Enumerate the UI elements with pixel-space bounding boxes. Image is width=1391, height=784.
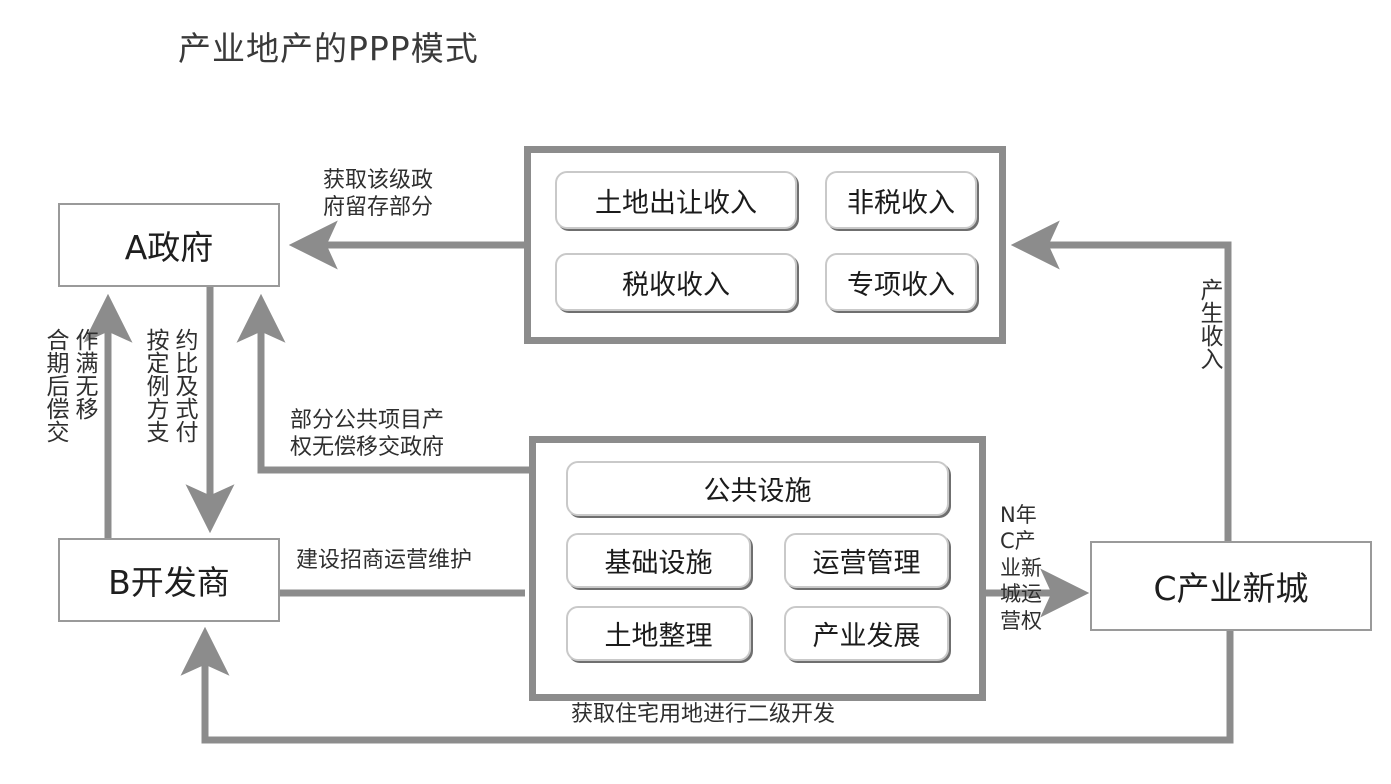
revenue-group-panel: 土地出让收入 非税收入 税收收入 专项收入: [524, 146, 1006, 344]
wire-city-to-revenue: [1010, 220, 1232, 541]
label-retain-share: 获取该级政 府留存部分: [323, 168, 434, 220]
wire-services-to-government: [236, 293, 529, 474]
entity-developer[interactable]: B开发商: [58, 538, 280, 622]
pill-operations-management[interactable]: 运营管理: [784, 533, 949, 588]
pill-non-tax-income[interactable]: 非税收入: [825, 171, 977, 229]
pill-industry-development[interactable]: 产业发展: [784, 606, 949, 661]
label-payment-terms-col2: 约比及式付: [170, 328, 197, 443]
label-generate-income: 产生收入: [1194, 278, 1223, 370]
wire-city-to-developer-housing: [180, 626, 1234, 744]
label-housing-secondary-development: 获取住宅用地进行二级开发: [571, 702, 836, 727]
label-transfer-public-assets: 部分公共项目产 权无偿移交政府: [290, 408, 445, 460]
pill-land-transfer-income[interactable]: 土地出让收入: [555, 171, 797, 229]
pill-tax-income[interactable]: 税收收入: [555, 253, 797, 311]
page-title: 产业地产的PPP模式: [178, 29, 479, 68]
label-generate-income-text: 产生收入: [1195, 278, 1222, 370]
label-build-operate-maintain: 建设招商运营维护: [296, 548, 473, 573]
pill-special-income[interactable]: 专项收入: [825, 253, 977, 311]
services-group-panel: 公共设施 基础设施 运营管理 土地整理 产业发展: [529, 436, 986, 701]
label-cooperation-expiry-col1: 合期后偿交: [41, 328, 68, 443]
label-cooperation-expiry-col2: 作满无移: [70, 328, 97, 420]
pill-infrastructure[interactable]: 基础设施: [566, 533, 751, 588]
pill-public-facilities[interactable]: 公共设施: [566, 461, 949, 516]
label-cooperation-expiry-transfer: 合期后偿交 作满无移: [40, 328, 98, 443]
entity-government[interactable]: A政府: [58, 203, 280, 287]
entity-industrial-new-city[interactable]: C产业新城: [1090, 541, 1372, 631]
label-payment-terms: 按定例方支 约比及式付: [140, 328, 198, 443]
label-n-year-operating-rights: N年 C产 业新 城运 营权: [1000, 503, 1042, 633]
label-payment-terms-col1: 按定例方支: [141, 328, 168, 443]
pill-land-consolidation[interactable]: 土地整理: [566, 606, 751, 661]
